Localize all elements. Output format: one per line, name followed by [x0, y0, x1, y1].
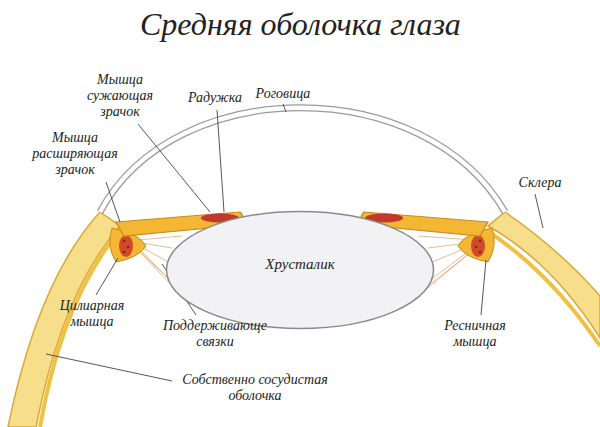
- part-label: Ресничная мышца: [434, 318, 516, 350]
- leader-lines: [46, 104, 543, 381]
- ciliary-muscle-left: [119, 235, 133, 257]
- ciliary-dots-left: [123, 240, 130, 254]
- part-label: Склера: [505, 175, 575, 191]
- part-label: Мышца расширяющая зрачок: [23, 130, 127, 178]
- cornea: [100, 108, 505, 212]
- lens-label: Хрусталик: [165, 256, 435, 273]
- lens: Хрусталик: [165, 210, 435, 330]
- cornea-outline: [100, 108, 505, 212]
- diagram-title: Средняя оболочка глаза: [140, 6, 461, 42]
- part-label: Мышца сужающая зрачок: [75, 72, 165, 120]
- part-label: Поддерживающе связки: [153, 318, 277, 350]
- ciliary-dots-right: [475, 240, 482, 254]
- part-label: Собственно сосудистая оболочка: [170, 372, 340, 404]
- part-label: Цилиарная мышца: [51, 298, 133, 330]
- part-label: Радужка: [180, 90, 250, 106]
- ciliary-muscle-right: [471, 235, 485, 257]
- part-label: Роговица: [243, 86, 323, 102]
